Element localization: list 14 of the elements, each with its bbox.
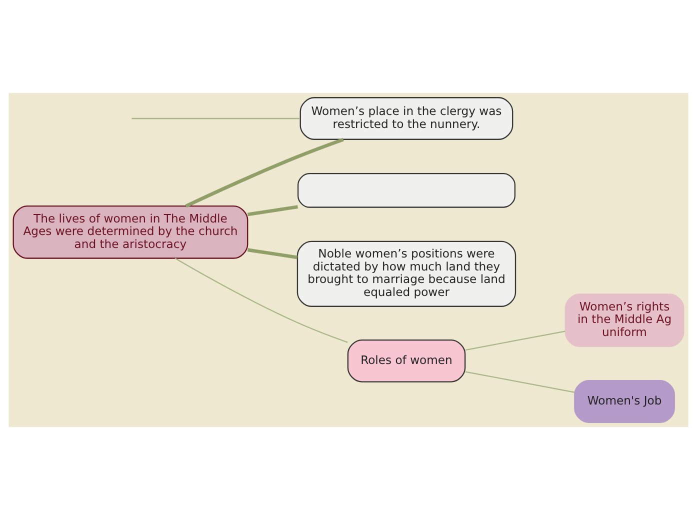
connector <box>465 330 566 351</box>
node-box: Women’s place in the clergy was restricted to the nunnery. <box>300 97 514 140</box>
node-box: Women’s rights in the Middle Ag uniform <box>564 294 684 347</box>
node-box: Roles of women <box>347 339 466 382</box>
connector <box>174 258 348 343</box>
connector <box>247 205 298 216</box>
connector <box>465 371 575 393</box>
node-box: Noble women’s positions were dictated by how much land they brought to marriage because land equaled power <box>296 240 516 307</box>
connector <box>185 138 344 208</box>
connector <box>132 118 300 120</box>
node-box: Women's Job <box>574 380 675 423</box>
node-box: The lives of women in The Middle Ages were determined by the church and the aristocracy <box>12 206 248 259</box>
node-box <box>297 173 516 208</box>
connector <box>247 248 298 260</box>
